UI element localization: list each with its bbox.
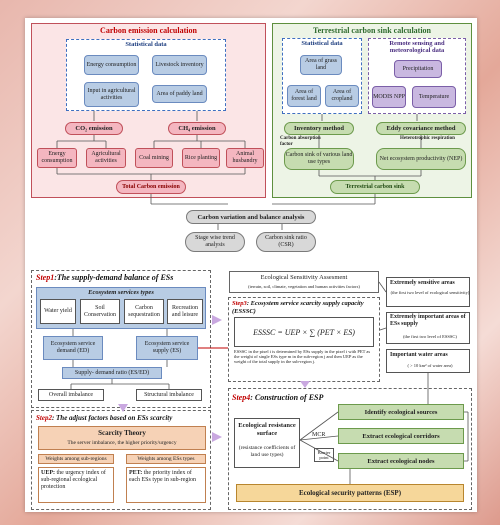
step2-panel <box>31 410 211 510</box>
carbon-balance-analysis-box: Carbon variation and balance analysis <box>186 210 316 224</box>
sensitivity-box <box>229 271 379 293</box>
step2-title: Step2: The adjust factors based on ESs s… <box>36 414 211 422</box>
scarcity-theory-box <box>38 426 206 450</box>
heterotrophic-respiration-label: Heterotrophic respiration <box>400 136 455 141</box>
carbon-sink-title: Terrestrial carbon sink calculation <box>313 26 431 35</box>
es-demand-box: Ecosystem service demand (ED) <box>43 336 103 360</box>
extract-corridors-box: Extract ecological corridors <box>338 428 464 444</box>
step2-label: Step2 <box>36 414 52 422</box>
recreation-leisure-box: Recreation and leisure <box>167 299 203 324</box>
coal-mining-emission: Coal mining <box>135 148 173 168</box>
essc-description: ESSSC in the pixel i is determined by ES… <box>234 349 371 365</box>
carbon-emission-title: Carbon emission calculation <box>100 26 197 35</box>
water-yield-box: Water yield <box>40 299 76 324</box>
step4-panel <box>228 388 472 510</box>
extract-nodes-box: Extract ecological nodes <box>338 453 464 469</box>
emission-stat-title: Statistical data <box>125 41 167 48</box>
terrestrial-carbon-sink-box: Terrestrial carbon sink <box>330 180 420 194</box>
weights-subregions-head: Weights among sub-regions <box>38 454 114 464</box>
step3-text: : Ecosystem service scarcity supply capa… <box>232 300 364 315</box>
top-connectors <box>56 111 422 230</box>
pet-box: PET: the priority index of each ESs type… <box>126 467 206 503</box>
step3-title: Step3: Ecosystem service scarcity supply… <box>232 300 378 315</box>
step4-label: Step4 <box>232 393 251 402</box>
extreme-sensitive-box <box>386 277 470 307</box>
cropland-box: Area of cropland <box>325 85 359 107</box>
carbon-sink-land-use-box: Carbon sink of various land use types <box>284 148 354 170</box>
water-areas-sub: ( > 10 km² of water area) <box>407 363 453 368</box>
temperature-box: Temperature <box>412 86 456 108</box>
es-types-title: Ecosystem services types <box>88 289 154 296</box>
structural-imbalance-box: Structural imbalance <box>136 389 202 401</box>
pet-label: PET: <box>129 470 143 476</box>
step2-text: : The adjust factors based on ESs scarci… <box>51 414 173 422</box>
step1-title: Step1:The supply-demand balance of ESs <box>36 273 211 282</box>
important-supply-box <box>386 312 470 344</box>
pet-text: the priority index of each ESs type in s… <box>129 470 196 483</box>
energy-consumption-emission: Energy consumption <box>37 148 77 168</box>
energy-consumption-box: Energy consumption <box>84 55 139 75</box>
essc-formula-lhs: ESSSC <box>253 327 276 337</box>
step1-text: :The supply-demand balance of ESs <box>54 273 174 282</box>
inventory-method-box: Inventory method <box>284 122 354 135</box>
sensitivity-title: Ecological Sensitivity Assesment <box>260 274 348 281</box>
mcr-label: MCR <box>312 432 326 438</box>
important-supply-sub: (the first two level of ESSSC) <box>403 334 457 339</box>
carbon-sink-ratio-box: Carbon sink ratio (CSR) <box>256 232 316 252</box>
scarcity-theory-subtitle: The server imbalance, the higher priorit… <box>67 440 177 446</box>
remote-sensing-title: Remote sensing and meteorological data <box>389 40 445 54</box>
uep-box: UEP: the urgency index of sub-regional e… <box>38 467 114 503</box>
stage-wise-trend-box: Stage wise trend analysis <box>185 232 245 252</box>
step4-text: : Construction of ESP <box>250 393 324 402</box>
overall-imbalance-box: Overall imbalance <box>38 389 104 401</box>
nep-box: Net ecosystem productivity (NEP) <box>376 148 466 170</box>
water-areas-box <box>386 349 470 373</box>
carbon-absorption-factor-label: Carbon absorption factor <box>280 136 321 147</box>
agricultural-activities-emission: Agricultural activities <box>86 148 126 168</box>
co2-emission-box: CO₂ emission <box>65 122 123 135</box>
eddy-covariance-box: Eddy covariance method <box>376 122 466 135</box>
barrier-point-box: Barrier point <box>314 448 334 462</box>
essc-formula-box: ESSSC = UEP × ∑ (PET × ES) <box>234 317 374 347</box>
water-areas-title: Important water areas <box>390 352 448 358</box>
uep-label: UEP: <box>41 470 55 476</box>
supply-demand-ratio-box: Supply- demand ratio (ES/ED) <box>62 367 162 379</box>
grass-land-box: Area of grass land <box>300 55 342 75</box>
esp-box: Ecological security patterns (ESP) <box>236 484 464 502</box>
paddy-land-box: Area of paddy land <box>152 85 207 103</box>
es-supply-box: Ecosystem service supply (ES) <box>136 336 198 360</box>
weights-es-types-head: Weights among ESs types <box>126 454 206 464</box>
livestock-inventory-box: Livestock inventory <box>152 55 207 75</box>
sink-stat-title: Statistical data <box>301 40 343 47</box>
soil-conservation-box: Soil Conservation <box>80 299 120 324</box>
uep-text: the urgency index of sub-regional ecolog… <box>41 470 106 490</box>
total-carbon-emission-box: Total Carbon emission <box>116 180 186 194</box>
extreme-sensitive-title: Extremely sensitive areas <box>390 280 455 286</box>
precipitation-box: Precipitation <box>394 60 442 78</box>
resistance-surface-sub: (resistance coefficients of land use typ… <box>238 445 296 458</box>
carbon-sequestration-box: Carbon sequestration <box>124 299 164 324</box>
essc-formula-rhs: = UEP × ∑ (PET × ES) <box>277 327 355 337</box>
sensitivity-subtitle: (terrain, soil, climate, vegetation and … <box>248 284 360 289</box>
rice-planting-emission: Rice planting <box>182 148 220 168</box>
resistance-surface-box <box>234 418 300 468</box>
extreme-sensitive-sub: (the first two level of ecological sensi… <box>390 290 470 295</box>
step4-title: Step4: Construction of ESP <box>232 393 432 402</box>
identify-sources-box: Identify ecological sources <box>338 404 464 420</box>
agricultural-input-box: Input in agricultural activities <box>84 82 139 107</box>
animal-husbandry-emission: Animal husbandry <box>226 148 264 168</box>
modis-npp-box: MODIS NPP <box>372 86 406 108</box>
scarcity-theory-title: Scarcity Theory <box>98 429 146 437</box>
forest-land-box: Area of forest land <box>287 85 321 107</box>
important-supply-title: Extremely important areas of ESs supply <box>390 314 466 327</box>
step3-label: Step3 <box>232 300 247 307</box>
ch4-emission-box: CH₄ emission <box>168 122 226 135</box>
resistance-surface-title: Ecological resistance surface <box>238 422 296 437</box>
step1-label: Step1 <box>36 273 55 282</box>
